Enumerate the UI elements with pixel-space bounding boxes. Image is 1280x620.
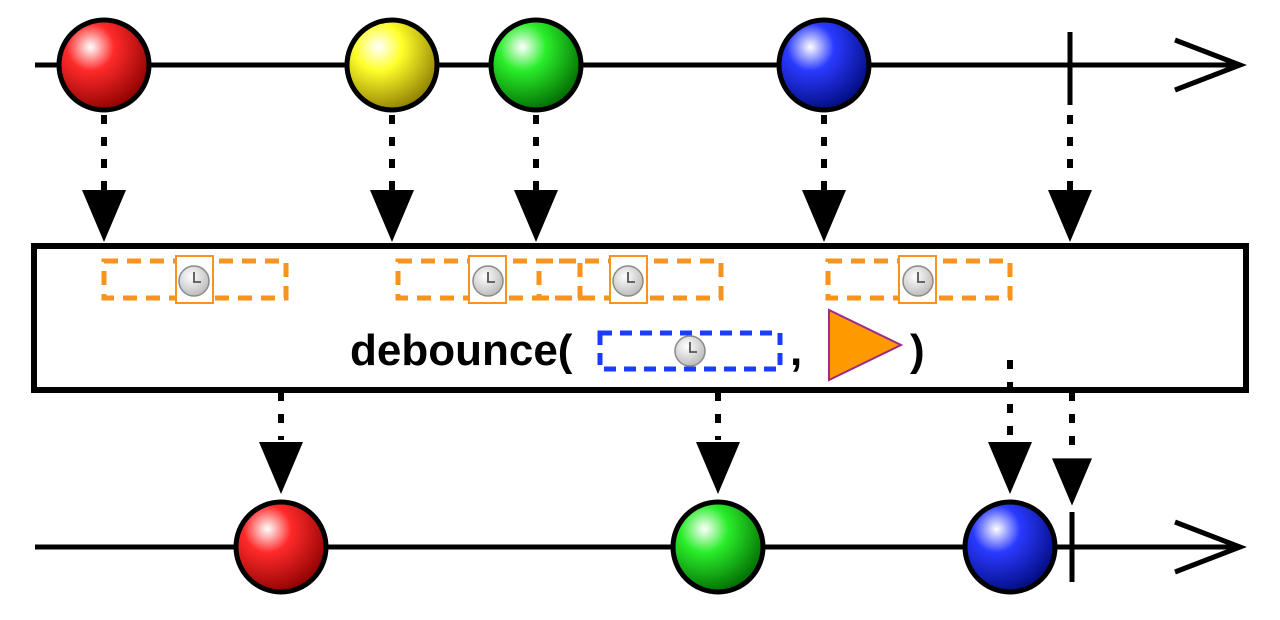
output-arrows	[278, 360, 1075, 455]
arrowhead-down-icon	[1048, 190, 1092, 242]
operator-close-paren: )	[910, 326, 925, 375]
clock-icon	[612, 265, 644, 297]
play-triangle-icon	[828, 308, 904, 382]
result-marble-blue	[962, 499, 1058, 595]
result-marble-red	[233, 499, 329, 595]
arrowhead-down-icon	[514, 190, 558, 242]
source-timeline	[35, 17, 1247, 113]
operator-label: debounce(	[350, 326, 573, 375]
input-arrows	[101, 115, 1073, 190]
source-marble-red	[56, 17, 152, 113]
result-marble-green	[670, 499, 766, 595]
arrowhead-down-icon	[259, 442, 303, 494]
source-marble-yellow	[344, 17, 440, 113]
source-marble-blue	[776, 17, 872, 113]
arrowhead-down-icon	[988, 442, 1032, 494]
clock-icon	[902, 265, 934, 297]
arrowhead-down-icon	[370, 190, 414, 242]
source-marble-green	[488, 17, 584, 113]
clock-icon	[674, 335, 706, 367]
timespan-parameter	[597, 330, 783, 372]
clock-icon	[472, 265, 504, 297]
arrowhead-down-icon	[696, 442, 740, 494]
clock-icon	[178, 265, 210, 297]
arrowhead-down-icon	[802, 190, 846, 242]
operator-separator: ,	[790, 326, 802, 375]
arrowhead-down-icon	[82, 190, 126, 242]
result-timeline	[35, 499, 1247, 595]
arrowhead-down-icon	[1052, 458, 1092, 506]
